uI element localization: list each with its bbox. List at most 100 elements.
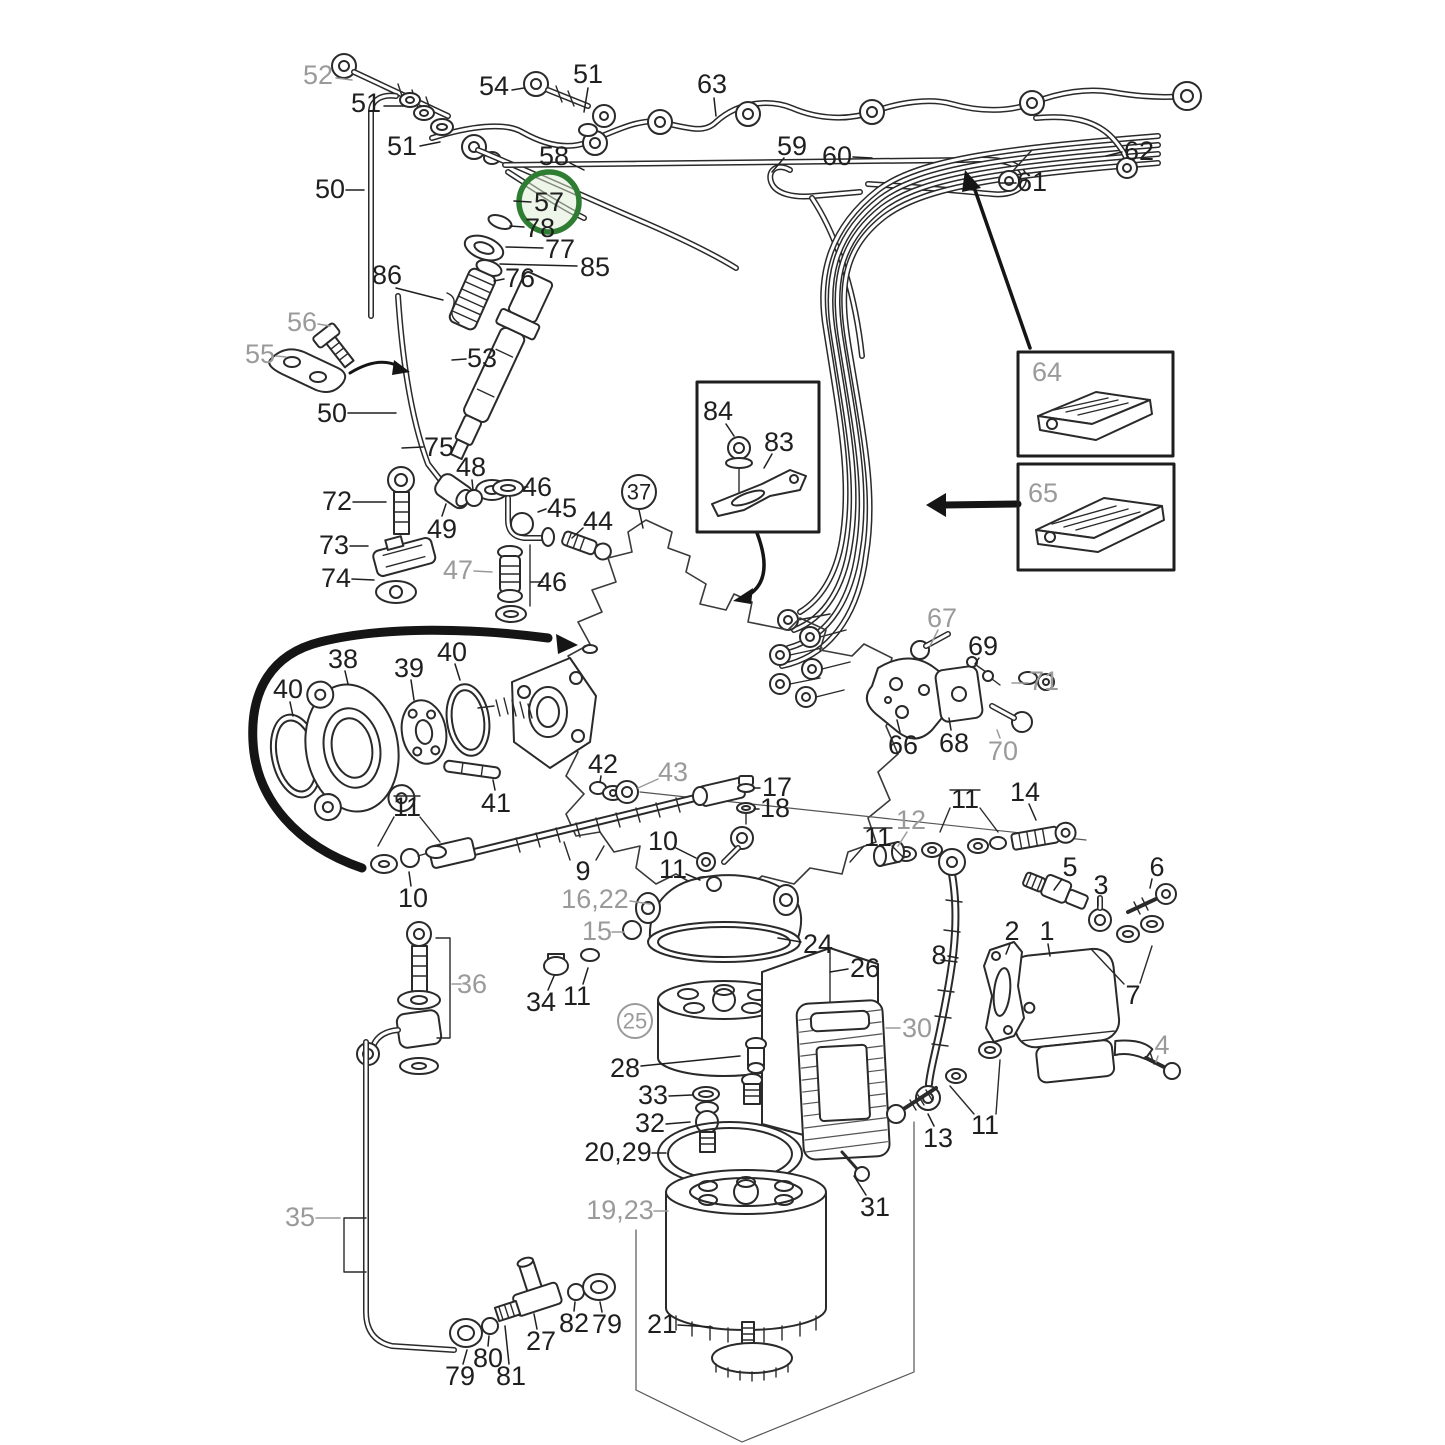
part-label-10[interactable]: 10	[398, 871, 428, 913]
part-label-73[interactable]: 73	[319, 530, 369, 560]
part-label-39[interactable]: 39	[394, 653, 424, 701]
part-label-53[interactable]: 53	[451, 343, 497, 373]
part-label-81[interactable]: 81	[496, 1325, 526, 1391]
part-label-49[interactable]: 49	[427, 503, 457, 544]
part-label-45[interactable]: 45	[537, 493, 577, 523]
part-label-26[interactable]: 26	[829, 953, 880, 983]
part-label-19,23[interactable]: 19,23	[586, 1195, 669, 1225]
part-label-1[interactable]: 1	[1039, 916, 1055, 957]
svg-text:63: 63	[697, 69, 727, 99]
part-label-28[interactable]: 28	[610, 1053, 741, 1083]
part-label-34[interactable]: 34	[526, 975, 556, 1017]
part-label-83[interactable]: 83	[763, 427, 794, 469]
part-label-24[interactable]: 24	[777, 929, 833, 959]
part-label-80[interactable]: 80	[473, 1335, 503, 1373]
part-label-60[interactable]: 60	[822, 141, 873, 171]
part-label-82[interactable]: 82	[559, 1301, 589, 1338]
part-label-59[interactable]: 59	[771, 131, 807, 173]
part-label-48[interactable]: 48	[456, 452, 486, 491]
part-label-62[interactable]: 62	[1105, 136, 1154, 166]
part-label-35[interactable]: 35	[285, 1202, 341, 1232]
part-label-70[interactable]: 70	[988, 729, 1018, 766]
part-label-8[interactable]: 8	[931, 940, 959, 970]
part-label-85[interactable]: 85	[499, 252, 610, 282]
part-label-31[interactable]: 31	[853, 1175, 890, 1222]
part-label-25[interactable]: 25	[617, 1003, 653, 1039]
part-label-11[interactable]: 11	[864, 822, 892, 852]
part-label-67[interactable]: 67	[927, 603, 957, 647]
part-label-55[interactable]: 55	[245, 339, 287, 369]
part-label-18[interactable]: 18	[753, 793, 790, 823]
part-label-11[interactable]: 11	[563, 967, 591, 1011]
part-label-11[interactable]: 11	[951, 784, 979, 814]
part-label-13[interactable]: 13	[923, 1113, 953, 1153]
part-label-50[interactable]: 50	[315, 174, 365, 204]
part-label-66[interactable]: 66	[888, 719, 918, 760]
part-label-20,29[interactable]: 20,29	[584, 1137, 667, 1167]
part-label-36[interactable]: 36	[451, 969, 487, 999]
part-label-57[interactable]: 57	[513, 187, 564, 217]
part-label-86[interactable]: 86	[372, 260, 444, 301]
part-label-4[interactable]: 4	[1154, 1030, 1170, 1063]
svg-text:83: 83	[764, 427, 794, 457]
part-label-56[interactable]: 56	[287, 307, 331, 337]
part-label-52[interactable]: 52	[303, 60, 353, 90]
part-label-61[interactable]: 61	[999, 167, 1047, 197]
part-label-27[interactable]: 27	[526, 1313, 556, 1356]
part-label-11[interactable]: 11	[659, 854, 701, 884]
part-label-44[interactable]: 44	[571, 506, 613, 539]
part-label-9[interactable]: 9	[575, 856, 590, 886]
part-label-64[interactable]: 64	[1032, 357, 1062, 387]
part-label-84[interactable]: 84	[703, 396, 735, 437]
part-label-50[interactable]: 50	[317, 398, 397, 428]
part-label-5[interactable]: 5	[1053, 852, 1078, 891]
part-label-14[interactable]: 14	[1010, 777, 1040, 821]
part-label-54[interactable]: 54	[479, 71, 525, 101]
bolt-70	[989, 703, 1033, 733]
part-label-16,22[interactable]: 16,22	[561, 884, 651, 914]
part-label-12[interactable]: 12	[896, 805, 926, 847]
part-label-51[interactable]: 51	[573, 59, 603, 113]
part-label-11[interactable]: 11	[971, 1110, 999, 1140]
part-label-40[interactable]: 40	[437, 637, 467, 681]
part-label-17[interactable]: 17	[753, 772, 792, 802]
part-label-75[interactable]: 75	[401, 432, 454, 462]
part-label-78[interactable]: 78	[509, 213, 555, 243]
part-label-51[interactable]: 51	[351, 88, 405, 118]
part-label-74[interactable]: 74	[321, 563, 375, 593]
part-label-40[interactable]: 40	[273, 674, 303, 717]
part-label-6[interactable]: 6	[1149, 852, 1165, 889]
part-label-63[interactable]: 63	[697, 69, 727, 117]
part-label-72[interactable]: 72	[322, 486, 387, 516]
part-label-7[interactable]: 7	[1125, 980, 1140, 1010]
part-label-79[interactable]: 79	[445, 1349, 475, 1391]
part-label-3[interactable]: 3	[1093, 870, 1109, 907]
part-label-69[interactable]: 69	[968, 631, 998, 665]
part-label-79[interactable]: 79	[592, 1301, 622, 1339]
part-label-32[interactable]: 32	[635, 1108, 691, 1138]
part-label-51[interactable]: 51	[387, 131, 441, 161]
part-label-46[interactable]: 46	[537, 567, 567, 597]
part-label-46[interactable]: 46	[522, 472, 552, 502]
part-label-10[interactable]: 10	[648, 826, 697, 859]
part-label-65[interactable]: 65	[1028, 478, 1058, 508]
part-label-68[interactable]: 68	[939, 717, 969, 758]
part-label-58[interactable]: 58	[539, 141, 585, 171]
bushing-12-washers-11	[873, 836, 1007, 867]
part-label-42[interactable]: 42	[588, 749, 618, 783]
part-label-33[interactable]: 33	[638, 1080, 693, 1110]
part-label-76[interactable]: 76	[493, 263, 535, 293]
part-label-77[interactable]: 77	[505, 234, 575, 264]
part-label-2[interactable]: 2	[1004, 916, 1020, 955]
part-label-43[interactable]: 43	[637, 757, 688, 789]
part-label-30[interactable]: 30	[885, 1013, 932, 1043]
part-label-71[interactable]: 71	[1011, 666, 1059, 696]
fitting-5	[1022, 871, 1089, 910]
part-label-38[interactable]: 38	[328, 644, 358, 685]
part-label-11[interactable]: 11	[393, 792, 421, 822]
part-label-47[interactable]: 47	[443, 555, 493, 585]
part-label-41[interactable]: 41	[481, 779, 511, 818]
part-label-37[interactable]: 37	[621, 474, 657, 529]
part-label-15[interactable]: 15	[582, 916, 625, 946]
part-label-21[interactable]: 21	[647, 1309, 713, 1339]
